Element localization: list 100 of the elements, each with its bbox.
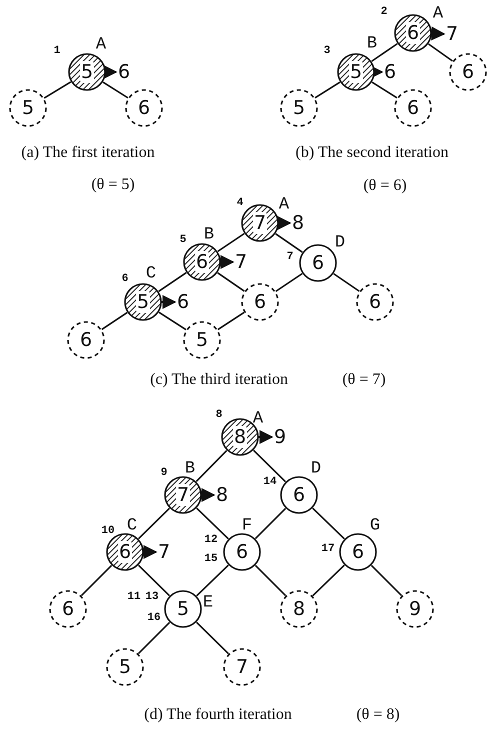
- tree-edge: [102, 81, 128, 99]
- updated-value: 7: [234, 251, 248, 273]
- node-value: 6: [310, 251, 326, 276]
- tree-edge: [275, 272, 303, 292]
- hatched-circle: [394, 14, 432, 52]
- step-number: 17: [321, 543, 335, 555]
- tree-edge: [314, 81, 340, 99]
- dashed-circle: [241, 283, 279, 321]
- node-value: 6: [406, 96, 420, 121]
- tree-edge: [428, 43, 453, 62]
- tree-edge: [333, 273, 360, 292]
- step-number: 1: [54, 45, 60, 57]
- step-number: 7: [286, 251, 294, 263]
- node-letter: D: [310, 460, 322, 478]
- step-number: 6: [122, 273, 128, 285]
- tree-edge: [312, 508, 345, 540]
- node-value: 6: [78, 328, 94, 353]
- caption: (c) The third iteration: [150, 372, 288, 388]
- caption: (b) The second iteration: [296, 145, 448, 161]
- node-letter: A: [252, 410, 264, 428]
- updated-value: 6: [384, 61, 396, 83]
- node-value: 8: [233, 426, 247, 448]
- caption: (θ = 7): [342, 372, 386, 388]
- dashed-circle: [280, 89, 318, 127]
- step-number: 10: [101, 525, 115, 537]
- dashed-circle: [280, 590, 318, 628]
- tree-edge: [217, 272, 245, 292]
- dashed-circle: [223, 648, 261, 686]
- node-value: 9: [408, 597, 422, 622]
- caption: (θ = 8): [356, 707, 400, 723]
- node-value: 6: [406, 22, 420, 44]
- tree-edge: [275, 233, 303, 253]
- node-letter: F: [242, 516, 252, 536]
- hatched-circle: [68, 53, 106, 91]
- node-letter: C: [146, 264, 156, 284]
- tree-edge: [254, 508, 286, 540]
- step-number: 12: [204, 534, 218, 546]
- step-number: 13: [145, 591, 159, 603]
- tree-edge: [138, 564, 170, 596]
- hatched-circle: [106, 533, 144, 571]
- step-number: 15: [204, 553, 218, 565]
- node-value: 7: [253, 212, 267, 234]
- dashed-circle: [183, 321, 221, 359]
- node-letter: A: [96, 36, 106, 54]
- tree-edge: [370, 564, 402, 596]
- updated-value: 8: [292, 212, 304, 234]
- updated-value: 7: [158, 541, 170, 563]
- step-number: 3: [324, 45, 330, 57]
- tree-edge: [138, 508, 170, 540]
- step-number: 14: [263, 476, 277, 488]
- node-letter: B: [184, 460, 196, 478]
- hatched-circle: [337, 53, 375, 91]
- node-value: 6: [252, 290, 268, 315]
- node-value: 6: [60, 597, 76, 622]
- node-value: 5: [118, 655, 132, 680]
- node-value: 6: [350, 540, 366, 565]
- node-letter: G: [370, 516, 380, 536]
- node-letter: A: [432, 4, 444, 24]
- dashed-circle: [106, 648, 144, 686]
- node-value: 7: [176, 484, 190, 506]
- dashed-circle: [396, 590, 434, 628]
- tree-edge: [101, 312, 128, 330]
- tree-edge: [158, 312, 186, 330]
- circle-node: [164, 590, 202, 628]
- tree-edge: [372, 81, 398, 99]
- tree-edge: [196, 508, 229, 540]
- tree-edge: [196, 564, 229, 596]
- tree-edge: [217, 312, 245, 330]
- updated-value: 7: [446, 23, 458, 45]
- dashed-circle: [125, 89, 163, 127]
- step-number: 2: [380, 6, 388, 18]
- caption: (θ = 6): [363, 178, 407, 194]
- node-value: 6: [195, 251, 209, 273]
- dashed-circle: [449, 53, 487, 91]
- circle-node: [280, 476, 318, 514]
- tree-edge: [158, 272, 187, 292]
- node-value: 5: [20, 96, 36, 121]
- circle-node: [299, 244, 337, 282]
- tree-edge: [217, 232, 245, 252]
- caption: (d) The fourth iteration: [144, 707, 292, 723]
- node-value: 6: [368, 290, 382, 315]
- updated-value: 6: [118, 61, 130, 83]
- dashed-circle: [356, 283, 394, 321]
- node-value: 6: [136, 96, 152, 121]
- tree-edge: [196, 622, 230, 654]
- tree-edge: [371, 43, 398, 62]
- hatched-circle: [241, 204, 279, 242]
- step-number: 5: [180, 234, 186, 246]
- circle-node: [339, 533, 377, 571]
- caption: (θ = 5): [91, 177, 135, 193]
- node-letter: D: [334, 234, 346, 252]
- step-number: 9: [160, 467, 168, 479]
- node-letter: A: [278, 196, 290, 214]
- node-value: 5: [176, 597, 190, 622]
- hatched-circle: [164, 476, 202, 514]
- node-value: 5: [136, 291, 150, 313]
- node-value: 7: [234, 655, 250, 680]
- tree-edge: [196, 450, 228, 482]
- dashed-circle: [49, 590, 87, 628]
- node-letter: E: [202, 594, 214, 612]
